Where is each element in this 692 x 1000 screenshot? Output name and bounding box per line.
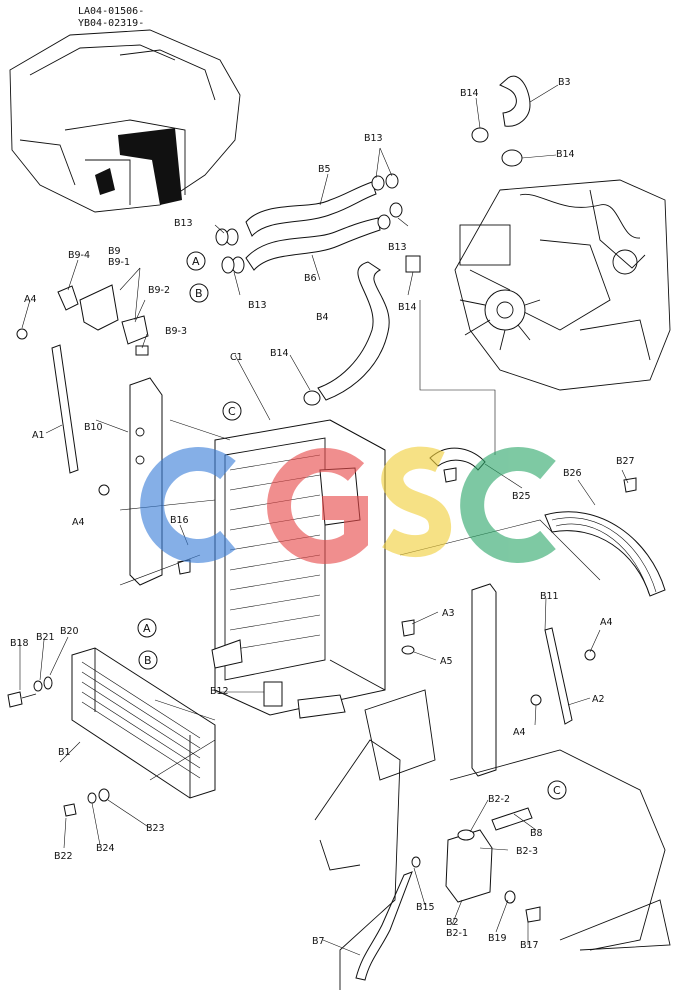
hose-b4 [317, 261, 390, 401]
label-b10: B10 [84, 422, 103, 433]
label-a5: A5 [440, 656, 453, 667]
label-b2-2: B2-2 [488, 794, 510, 805]
label-b19: B19 [488, 933, 507, 944]
svg-text:C: C [553, 784, 561, 797]
svg-text:C: C [228, 405, 236, 418]
label-b14-top: B14 [460, 88, 479, 99]
label-b9-3: B9-3 [165, 326, 187, 337]
label-b9-2: B9-2 [148, 285, 170, 296]
label-b7: B7 [312, 936, 325, 947]
label-c1: C1 [230, 352, 243, 363]
label-b14-right: B14 [556, 149, 575, 160]
watermark-letter-3 [381, 446, 451, 558]
label-b27: B27 [616, 456, 635, 467]
svg-text:A: A [143, 622, 151, 635]
bolts [7, 467, 637, 923]
label-b12: B12 [210, 686, 229, 697]
label-a4-lower-right: A4 [513, 727, 526, 738]
label-b14-mid: B14 [398, 302, 417, 313]
label-b6: B6 [304, 273, 317, 284]
callout-a-upper: A [186, 251, 206, 271]
label-a4-top-left: A4 [24, 294, 37, 305]
machine-location-inset [9, 29, 241, 213]
label-a4-right: A4 [600, 617, 613, 628]
label-b2-1: B2-1 [446, 928, 468, 939]
watermark-logo [140, 446, 556, 564]
label-b22: B22 [54, 851, 73, 862]
clamps-b13 [215, 173, 403, 274]
watermark-letter-4 [460, 447, 556, 563]
label-b26: B26 [563, 468, 582, 479]
label-b13-bottom: B13 [248, 300, 267, 311]
label-b4: B4 [316, 312, 329, 323]
stay-a1 [16, 328, 110, 496]
label-b2-3: B2-3 [516, 846, 538, 857]
label-b14-lower: B14 [270, 348, 289, 359]
clamps-b14 [303, 127, 523, 406]
engine-block [454, 179, 671, 391]
label-b9-4: B9-4 [68, 250, 90, 261]
label-a4-left: A4 [72, 517, 85, 528]
label-a2: A2 [592, 694, 605, 705]
watermark-letter-1 [140, 447, 236, 563]
label-b5: B5 [318, 164, 331, 175]
hose-b5 [245, 181, 377, 237]
seal-b11 [471, 583, 497, 777]
label-b13-top: B13 [364, 133, 383, 144]
callout-b-upper: B [189, 283, 209, 303]
spacer-b12 [263, 681, 283, 707]
label-b13-mid: B13 [388, 242, 407, 253]
label-b21: B21 [36, 632, 55, 643]
callout-b-lower: B [138, 650, 158, 670]
label-b17: B17 [520, 940, 539, 951]
label-b23: B23 [146, 823, 165, 834]
label-a1: A1 [32, 430, 45, 441]
svg-text:B: B [195, 287, 203, 300]
leader-lines [19, 84, 629, 956]
cover-b26 [544, 511, 666, 597]
bracket-b9 [57, 284, 149, 356]
callout-c-lower: C [547, 780, 567, 800]
label-b9-1: B9-1 [108, 257, 130, 268]
label-b15: B15 [416, 902, 435, 913]
svg-text:B: B [144, 654, 152, 667]
serial-range-line-1: LA04-01506- [78, 6, 144, 17]
svg-text:A: A [192, 255, 200, 268]
label-b2: B2 [446, 917, 459, 928]
callout-c-upper: C [222, 401, 242, 421]
stay-a2 [530, 627, 596, 725]
label-b24: B24 [96, 843, 115, 854]
serial-range-line-2: YB04-02319- [78, 18, 144, 29]
label-b3: B3 [558, 77, 571, 88]
hose-b3 [499, 75, 531, 127]
hose-b7 [355, 856, 421, 981]
label-b11: B11 [540, 591, 559, 602]
label-b20: B20 [60, 626, 79, 637]
watermark-letter-2 [267, 448, 368, 564]
label-b25: B25 [512, 491, 531, 502]
label-b8: B8 [530, 828, 543, 839]
oil-cooler-b1 [71, 647, 216, 799]
label-b9: B9 [108, 246, 121, 257]
label-b18: B18 [10, 638, 29, 649]
label-b1: B1 [58, 747, 71, 758]
label-a3: A3 [442, 608, 455, 619]
label-b16: B16 [170, 515, 189, 526]
callout-a-lower: A [137, 618, 157, 638]
frame-outline [119, 300, 671, 990]
label-b13-left: B13 [174, 218, 193, 229]
